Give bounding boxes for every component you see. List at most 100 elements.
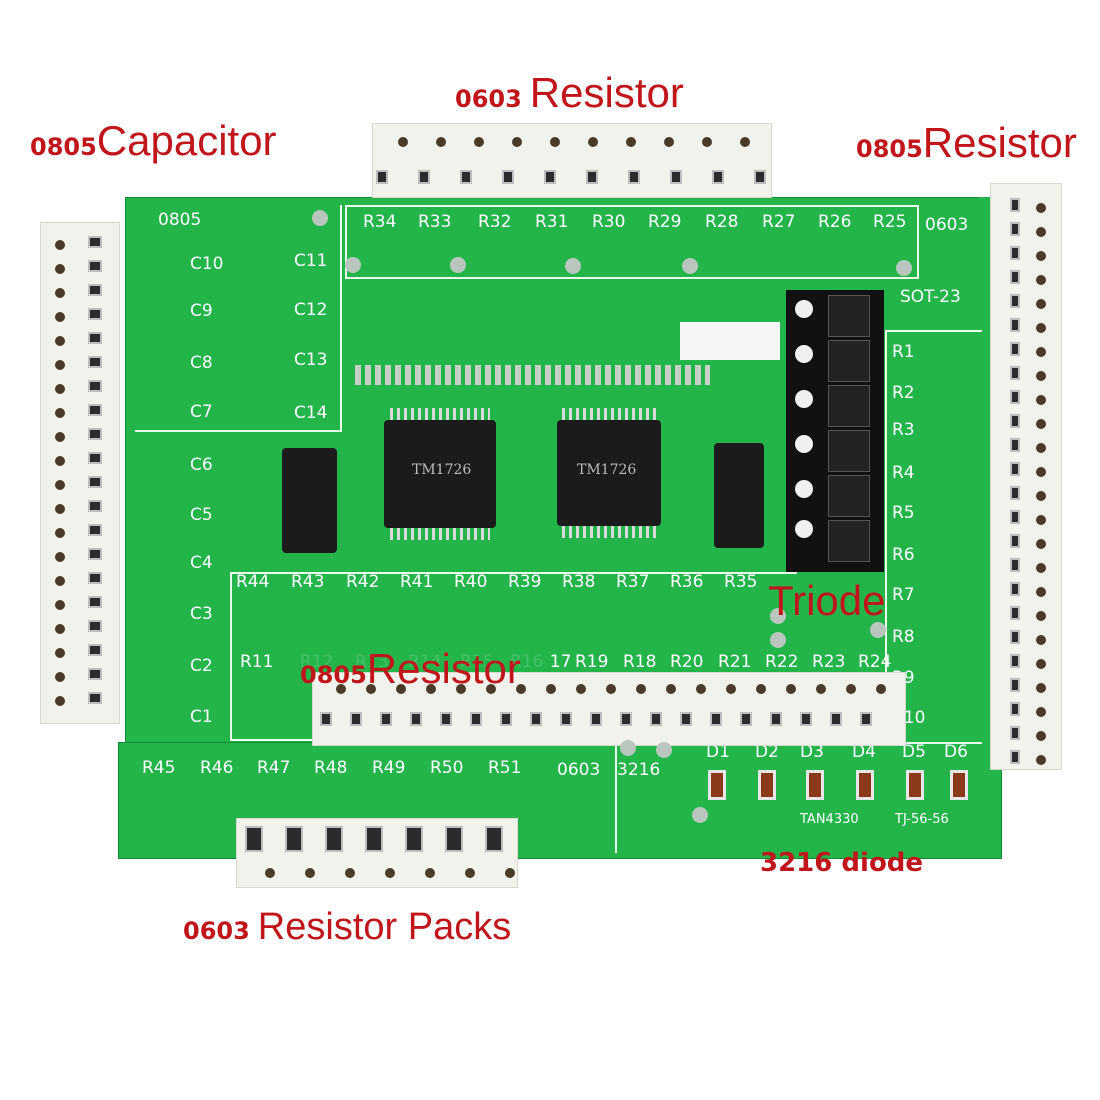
resistor-label: R27 [762, 212, 796, 232]
tape-component [1010, 294, 1020, 308]
tape-hole [55, 312, 65, 322]
tape-hole [795, 520, 813, 538]
resistor-label: R29 [648, 212, 682, 232]
tape-hole [1036, 563, 1046, 573]
resistor-label: R7 [892, 585, 915, 605]
tape-hole [846, 684, 856, 694]
tape-hole [1036, 731, 1046, 741]
tape-hole [550, 137, 560, 147]
tape-component [1010, 678, 1020, 692]
capacitor-label: C8 [190, 353, 213, 373]
tape-component [800, 712, 812, 726]
resistor-pack-label: R47 [257, 758, 291, 778]
resistor-label: R4 [892, 463, 915, 483]
tape-component [560, 712, 572, 726]
capacitor-label: C11 [294, 251, 328, 271]
tape-hole [366, 684, 376, 694]
board-white-label-area [680, 322, 780, 360]
tape-hole [664, 137, 674, 147]
tape-hole [588, 137, 598, 147]
tape-component [88, 668, 102, 680]
tape-hole [1036, 275, 1046, 285]
resistor-label: R5 [892, 503, 915, 523]
resistor-label: R40 [454, 572, 488, 592]
sot23-component [828, 295, 870, 337]
resistor-label: R24 [858, 652, 892, 672]
resistor-label: R11 [240, 652, 274, 672]
tape-component [1010, 198, 1020, 212]
tape-hole [385, 868, 395, 878]
tape-component [410, 712, 422, 726]
tape-hole [666, 684, 676, 694]
tape-hole [1036, 539, 1046, 549]
tape-component [1010, 630, 1020, 644]
tape-hole [55, 552, 65, 562]
sot23-component [828, 430, 870, 472]
tape-component [1010, 606, 1020, 620]
pcb-hole [656, 742, 672, 758]
pcb-hole [770, 608, 786, 624]
tape-component [88, 524, 102, 536]
size-0805-label: 0805 [158, 210, 202, 230]
label-text: Triode [768, 577, 886, 624]
resistor-label: R39 [508, 572, 542, 592]
resistor-label: R31 [535, 212, 569, 232]
diode-label: D1 [706, 742, 730, 762]
right-resistor-section-outline [885, 330, 982, 744]
tape-component [1010, 702, 1020, 716]
tape-component [405, 826, 423, 852]
capacitor-label: C5 [190, 505, 213, 525]
label-0805-resistor-middle: 0805Resistor [300, 648, 521, 690]
tape-component [88, 692, 102, 704]
capacitor-label: C13 [294, 350, 328, 370]
label-prefix: 0805 [300, 661, 367, 689]
tape-component [770, 712, 782, 726]
tape-hole [1036, 227, 1046, 237]
label-text: Resistor Packs [257, 906, 512, 948]
tape-component [710, 712, 722, 726]
capacitor-label: C10 [190, 254, 224, 274]
tape-hole [55, 360, 65, 370]
resistor-label: R32 [478, 212, 512, 232]
tape-component [88, 644, 102, 656]
pcb-hole [345, 257, 361, 273]
tape-component [1010, 582, 1020, 596]
tape-component [628, 170, 640, 184]
tape-hole [1036, 707, 1046, 717]
resistor-label: R2 [892, 383, 915, 403]
tape-component [88, 260, 102, 272]
tape-hole [1036, 683, 1046, 693]
tape-component [320, 712, 332, 726]
diode-component [906, 770, 924, 800]
tape-hole [1036, 203, 1046, 213]
tape-component [650, 712, 662, 726]
ic-pin-strip [390, 528, 490, 540]
label-text: Resistor [922, 119, 1077, 166]
diode-component [950, 770, 968, 800]
tape-component [485, 826, 503, 852]
tape-component [860, 712, 872, 726]
resistor-label: R19 [575, 652, 609, 672]
tape-hole [55, 288, 65, 298]
tape-hole [1036, 659, 1046, 669]
tape-hole [795, 345, 813, 363]
capacitor-label: C4 [190, 553, 213, 573]
label-prefix: 0603 [183, 917, 250, 945]
tape-component [1010, 270, 1020, 284]
pcb-hole [312, 210, 328, 226]
resistor-label: R13 [355, 652, 389, 672]
tape-component [544, 170, 556, 184]
tape-component [1010, 414, 1020, 428]
tape-hole [1036, 371, 1046, 381]
tape-component [88, 572, 102, 584]
tape-hole [55, 240, 65, 250]
capacitor-label: C6 [190, 455, 213, 475]
resistor-pack-label: R51 [488, 758, 522, 778]
tape-component [712, 170, 724, 184]
ic-chip-tm1726-left: TM1726 [384, 420, 496, 528]
tape-hole [456, 684, 466, 694]
resistor-label: R42 [346, 572, 380, 592]
tape-component [1010, 534, 1020, 548]
tape-hole [505, 868, 515, 878]
